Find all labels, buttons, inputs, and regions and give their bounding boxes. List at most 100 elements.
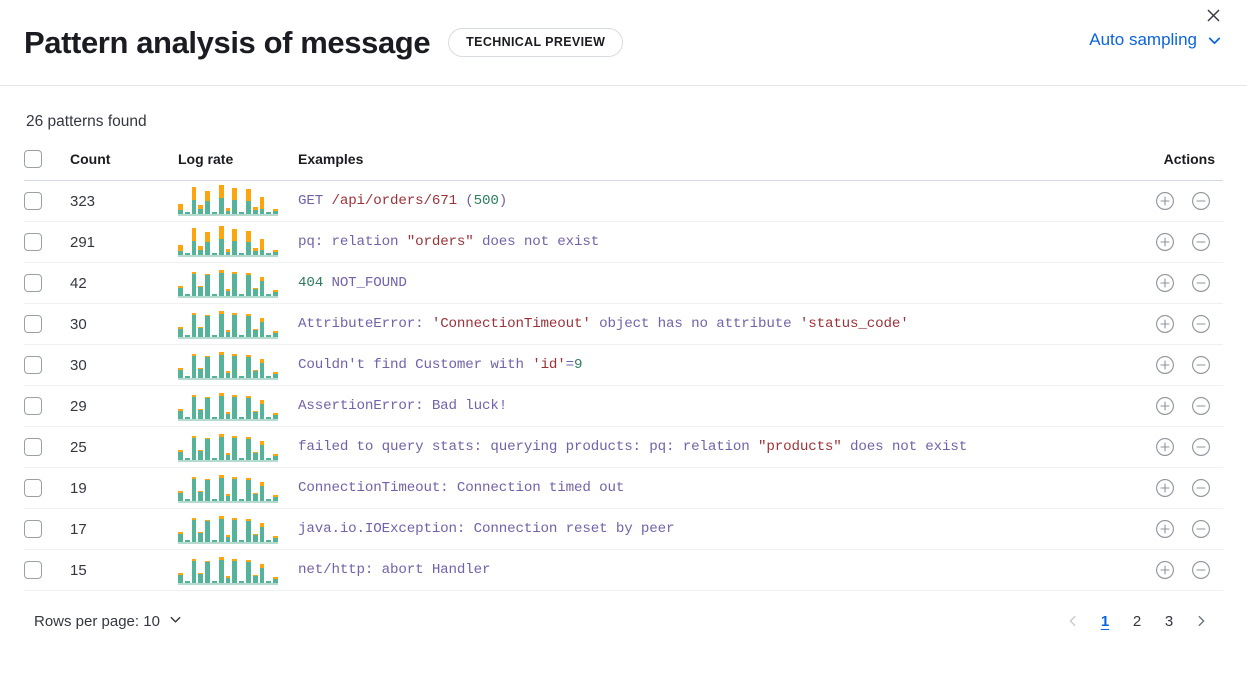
sparkline-bar — [266, 417, 272, 419]
sparkline-bar-teal — [191, 561, 197, 583]
sparkline-bar-teal — [178, 575, 183, 583]
minus-in-circle-icon[interactable] — [1191, 273, 1211, 293]
minus-in-circle-icon[interactable] — [1191, 519, 1211, 539]
select-all-checkbox[interactable] — [24, 150, 42, 168]
plus-in-circle-icon[interactable] — [1155, 314, 1175, 334]
row-checkbox[interactable] — [24, 192, 42, 210]
sparkline-bar-orange — [218, 311, 224, 314]
sparkline-bar-teal — [273, 333, 278, 337]
sparkline-bar-teal — [205, 562, 210, 583]
sparkline-bar — [266, 376, 272, 378]
sparkline-bar — [225, 249, 231, 255]
plus-in-circle-icon[interactable] — [1155, 437, 1175, 457]
sparkline-bar-teal — [184, 212, 190, 214]
example-token: failed to query stats: querying products… — [298, 439, 759, 455]
sparkline-bar-orange — [273, 331, 278, 333]
row-checkbox[interactable] — [24, 479, 42, 497]
sparkline-bar — [205, 232, 210, 255]
sparkline-bar — [239, 540, 244, 542]
sparkline-bar-teal — [259, 250, 265, 255]
row-checkbox[interactable] — [24, 561, 42, 579]
minus-in-circle-icon[interactable] — [1191, 560, 1211, 580]
row-checkbox[interactable] — [24, 274, 42, 292]
example-token: 9 — [574, 357, 583, 373]
sparkline-bar — [266, 540, 272, 542]
chevron-right-icon[interactable] — [1187, 607, 1215, 635]
minus-in-circle-icon[interactable] — [1191, 314, 1211, 334]
sparkline-bar-teal — [239, 294, 244, 296]
sparkline-bar — [259, 239, 265, 255]
log-rate-sparkline — [178, 226, 278, 257]
minus-in-circle-icon[interactable] — [1191, 355, 1211, 375]
sparkline-bar-orange — [178, 204, 183, 210]
example-token: ConnectionTimeout: Connection timed out — [298, 480, 625, 496]
page-number-3[interactable]: 3 — [1164, 612, 1174, 630]
sparkline-bar-orange — [232, 188, 238, 200]
plus-in-circle-icon[interactable] — [1155, 478, 1175, 498]
sparkline-bar — [252, 288, 258, 296]
sparkline-bar-orange — [245, 273, 251, 275]
sparkline-bar — [273, 331, 278, 337]
sparkline-bar-orange — [225, 535, 231, 537]
minus-in-circle-icon[interactable] — [1191, 478, 1211, 498]
sparkline-bar — [259, 564, 265, 583]
count-header[interactable]: Count — [70, 150, 178, 181]
chevron-left-icon[interactable] — [1059, 607, 1087, 635]
sparkline-bar — [245, 231, 251, 255]
rows-per-page-selector[interactable]: Rows per page: 10 — [34, 612, 183, 631]
sparkline-bar — [198, 450, 204, 460]
row-select-cell — [24, 221, 70, 263]
plus-in-circle-icon[interactable] — [1155, 273, 1175, 293]
row-checkbox[interactable] — [24, 397, 42, 415]
sparkline-bar-orange — [225, 249, 231, 252]
sparkline-bar-orange — [259, 318, 265, 322]
minus-in-circle-icon[interactable] — [1191, 437, 1211, 457]
sparkline-bar-orange — [252, 493, 258, 494]
row-checkbox[interactable] — [24, 233, 42, 251]
sparkline-bar-teal — [225, 373, 231, 378]
row-checkbox[interactable] — [24, 356, 42, 374]
sparkline-bar — [218, 393, 224, 419]
sparkline-bar-orange — [198, 450, 204, 451]
sparkline-bar — [232, 229, 238, 255]
sparkline-bar — [198, 368, 204, 378]
close-icon[interactable] — [1201, 3, 1225, 27]
sparkline-bar-teal — [191, 520, 197, 542]
minus-in-circle-icon[interactable] — [1191, 191, 1211, 211]
plus-in-circle-icon[interactable] — [1155, 519, 1175, 539]
sparkline-bar — [178, 491, 183, 501]
row-checkbox[interactable] — [24, 315, 42, 333]
sparkline-bar — [266, 253, 272, 255]
plus-in-circle-icon[interactable] — [1155, 560, 1175, 580]
log-rate-cell — [178, 180, 298, 222]
sparkline-bar — [245, 396, 251, 419]
plus-in-circle-icon[interactable] — [1155, 355, 1175, 375]
plus-in-circle-icon[interactable] — [1155, 232, 1175, 252]
sparkline-bar-orange — [218, 226, 224, 239]
sparkline-bar-orange — [225, 576, 231, 578]
minus-in-circle-icon[interactable] — [1191, 396, 1211, 416]
plus-in-circle-icon[interactable] — [1155, 396, 1175, 416]
row-checkbox[interactable] — [24, 520, 42, 538]
sparkline-bar — [205, 274, 210, 296]
page-number-2[interactable]: 2 — [1132, 612, 1142, 630]
sparkline-bar-teal — [245, 201, 251, 214]
sparkline-bar — [191, 354, 197, 378]
auto-sampling-selector[interactable]: Auto sampling — [1089, 30, 1223, 50]
page-number-1[interactable]: 1 — [1100, 612, 1110, 630]
row-checkbox[interactable] — [24, 438, 42, 456]
sparkline-bar — [178, 327, 183, 337]
minus-in-circle-icon[interactable] — [1191, 232, 1211, 252]
sparkline-bar-orange — [252, 329, 258, 330]
plus-in-circle-icon[interactable] — [1155, 191, 1175, 211]
